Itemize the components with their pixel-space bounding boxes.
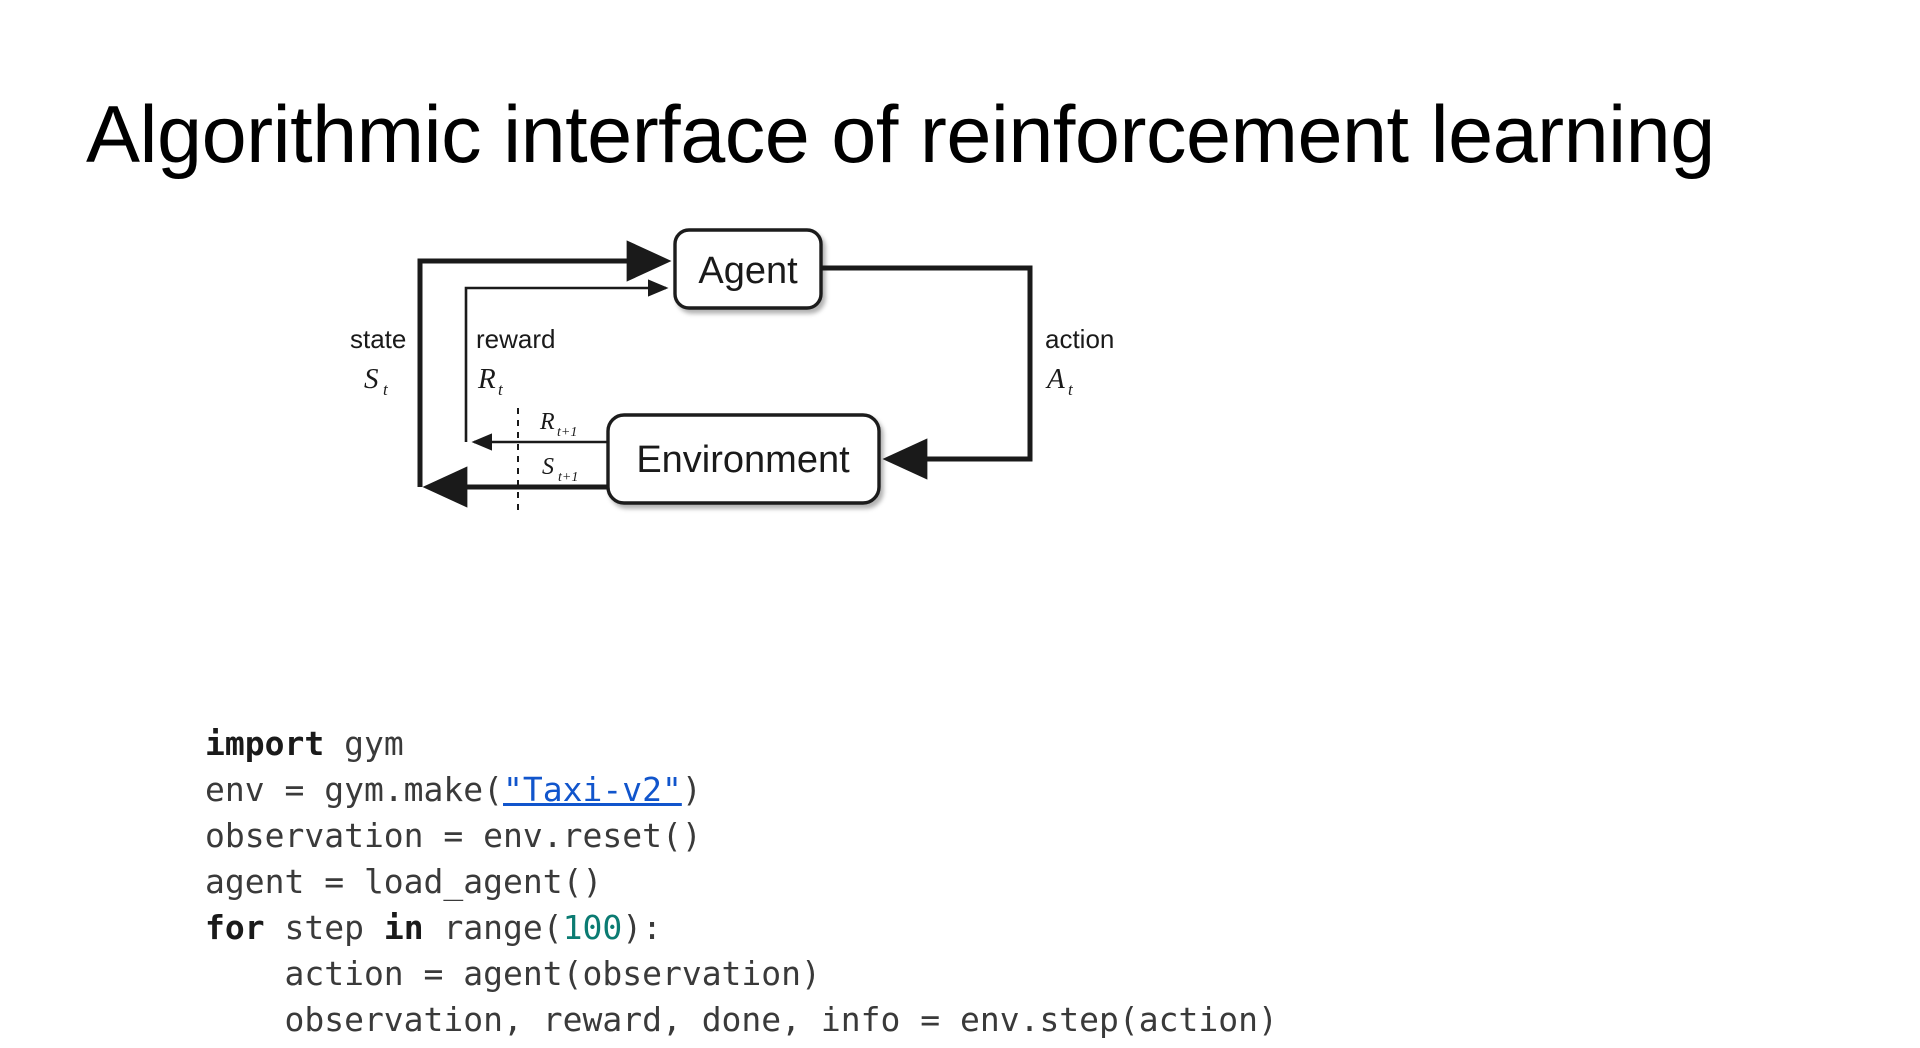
code-line: for step in range(100):: [205, 908, 662, 947]
node-agent: Agent: [673, 228, 823, 310]
code-line: observation = env.reset(): [205, 816, 702, 855]
label-state: state S t: [350, 324, 406, 399]
action-subscript-label: t: [1068, 380, 1074, 399]
code-line: action = agent(observation): [205, 954, 821, 993]
state-loop-line: [417, 240, 672, 487]
reward-next-subscript-label: t+1: [557, 425, 577, 440]
edge-state-to-agent: [417, 240, 672, 487]
state-subscript-label: t: [383, 380, 389, 399]
rl-loop-diagram-svg: Agent Environment state: [350, 228, 1114, 515]
code-line: observation, reward, done, info = env.st…: [205, 1000, 1278, 1039]
label-action: action A t: [1045, 324, 1114, 399]
environment-box-label: Environment: [636, 439, 850, 481]
environment-box: [606, 413, 881, 505]
code-link-taxi-v2[interactable]: "Taxi-v2": [503, 770, 682, 809]
state-word-label: state: [350, 324, 406, 354]
code-text: range(: [423, 908, 563, 947]
state-symbol-label: S: [364, 363, 379, 395]
code-text: observation = env.reset(): [205, 816, 702, 855]
code-number: 100: [562, 908, 623, 947]
code-line: import gym: [205, 724, 404, 763]
code-text: env = gym.make(: [205, 770, 504, 809]
code-keyword: for: [205, 908, 265, 947]
code-text: ): [681, 770, 702, 809]
code-keyword: import: [205, 724, 325, 763]
label-state-next: S t+1: [542, 454, 578, 485]
reward-symbol-label: R: [477, 363, 496, 395]
reward-word-label: reward: [476, 324, 555, 354]
node-environment: Environment: [606, 413, 881, 505]
code-text: gym: [324, 724, 404, 763]
action-symbol-label: A: [1045, 363, 1065, 395]
code-text: action = agent(observation): [205, 954, 821, 993]
label-reward: reward R t: [476, 324, 555, 399]
state-next-subscript-label: t+1: [558, 470, 578, 485]
code-text: step: [264, 908, 384, 947]
action-word-label: action: [1045, 324, 1114, 354]
state-next-symbol-label: S: [542, 454, 554, 480]
action-loop-line: [821, 265, 1033, 480]
code-keyword: in: [383, 908, 424, 947]
code-text: ):: [622, 908, 663, 947]
code-text: observation, reward, done, info = env.st…: [205, 1000, 1278, 1039]
rl-loop-diagram: Agent Environment state: [350, 215, 1180, 545]
code-line: env = gym.make("Taxi-v2"): [205, 770, 702, 809]
code-text: agent = load_agent(): [205, 862, 603, 901]
label-reward-next: R t+1: [539, 409, 577, 440]
edge-reward-to-agent: [464, 279, 669, 442]
reward-subscript-label: t: [498, 380, 504, 399]
reward-next-symbol-label: R: [539, 409, 555, 435]
agent-box-label: Agent: [698, 250, 798, 292]
code-line: agent = load_agent(): [205, 862, 602, 901]
code-snippet: import gym env = gym.make("Taxi-v2") obs…: [205, 721, 1278, 1043]
page-title: Algorithmic interface of reinforcement l…: [86, 90, 1715, 181]
reward-loop-line: [464, 279, 669, 442]
edge-action-agent-to-environment: [821, 265, 1033, 480]
